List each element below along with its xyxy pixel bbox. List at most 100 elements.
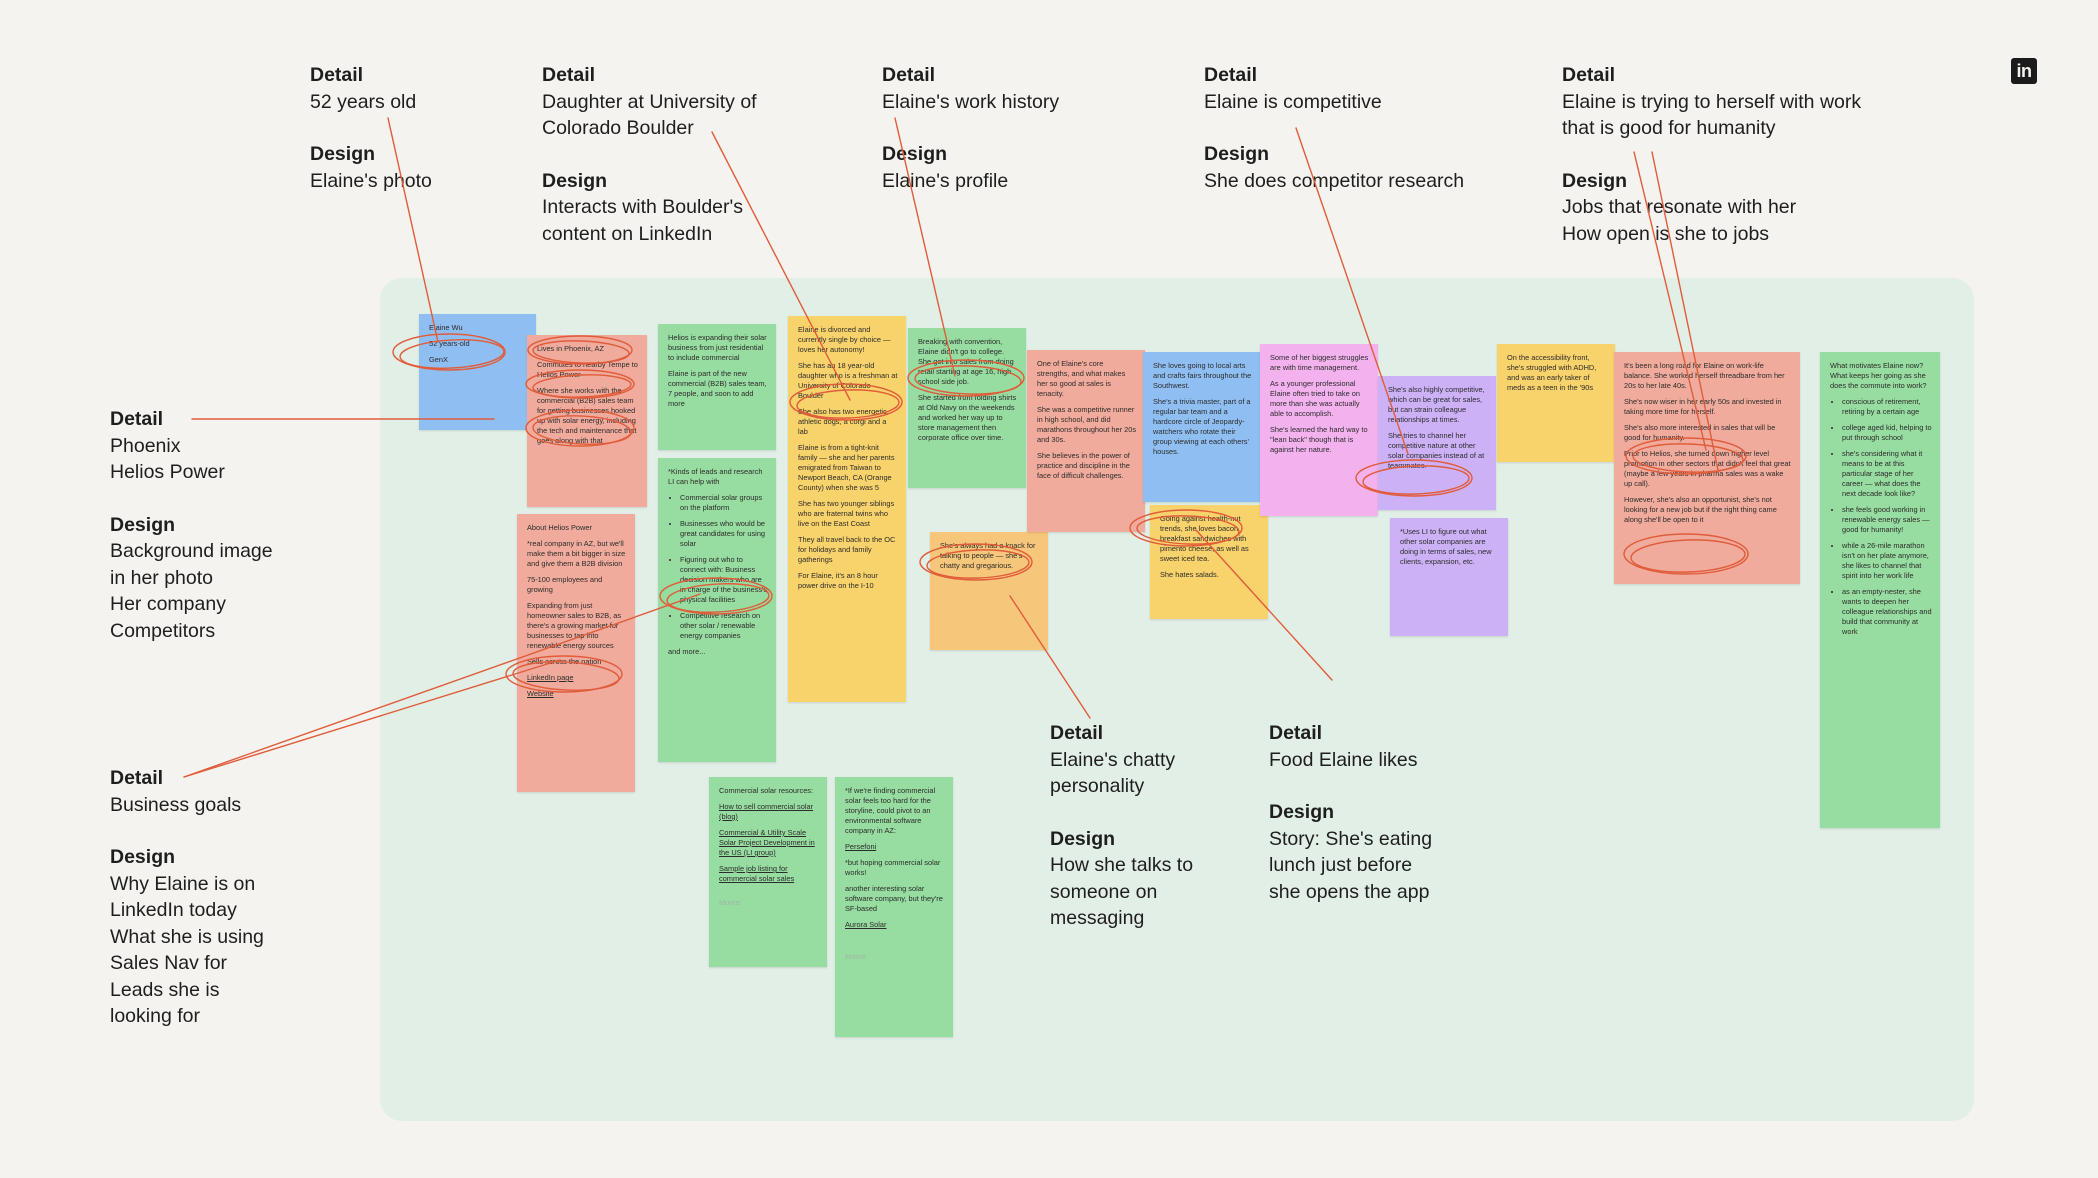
note-text: She believes in the power of practice an… bbox=[1037, 451, 1130, 480]
resource-link[interactable]: Commercial & Utility Scale Solar Project… bbox=[719, 828, 815, 857]
website-link[interactable]: Website bbox=[527, 689, 554, 698]
detail-label: Detail bbox=[542, 64, 596, 86]
sticky-note-food[interactable]: Going against health-nut trends, she lov… bbox=[1150, 505, 1268, 619]
note-text: What motivates Elaine now? What keeps he… bbox=[1830, 361, 1927, 390]
resource-link[interactable]: How to sell commercial solar (blog) bbox=[719, 802, 814, 821]
design-text: Elaine's photo bbox=[310, 169, 432, 192]
detail-text: Daughter at University of Colorado Bould… bbox=[542, 90, 757, 140]
design-text: Elaine's profile bbox=[882, 169, 1009, 192]
sticky-note-location[interactable]: Lives in Phoenix, AZ Commutes to nearby … bbox=[527, 335, 647, 507]
note-text: She's now wiser in her early 50s and inv… bbox=[1624, 397, 1782, 416]
list-item: while a 26-mile marathon isn't on her pl… bbox=[1842, 541, 1932, 581]
sticky-note-work-history[interactable]: Breaking with convention, Elaine didn't … bbox=[908, 328, 1026, 488]
design-text: Interacts with Boulder's content on Link… bbox=[542, 196, 743, 245]
design-label: Design bbox=[1204, 143, 1270, 165]
callout-chatty: Detail Elaine's chatty personality Desig… bbox=[1050, 720, 1250, 932]
sticky-note-competitor-research[interactable]: *Uses LI to figure out what other solar … bbox=[1390, 518, 1508, 636]
sticky-note-time-management[interactable]: Some of her biggest struggles are with t… bbox=[1260, 344, 1378, 516]
sticky-note-tenacity[interactable]: One of Elaine's core strengths, and what… bbox=[1027, 350, 1145, 532]
note-text: 75-100 employees and growing bbox=[527, 575, 603, 594]
note-text: Expanding from just homeowner sales to B… bbox=[527, 601, 622, 650]
note-text: Prior to Helios, she turned down higher … bbox=[1624, 449, 1791, 488]
note-text: *If we're finding commercial solar feels… bbox=[845, 786, 936, 835]
design-text: Why Elaine is on LinkedIn today What she… bbox=[110, 872, 264, 1028]
list-item: she's considering what it means to be at… bbox=[1842, 449, 1932, 499]
note-text: Elaine is part of the new commercial (B2… bbox=[668, 369, 767, 408]
sticky-note-resources[interactable]: Commercial solar resources: How to sell … bbox=[709, 777, 827, 967]
sticky-note-pivot[interactable]: *If we're finding commercial solar feels… bbox=[835, 777, 953, 1037]
note-text: She's also highly competitive, which can… bbox=[1388, 385, 1485, 424]
note-text: Commercial solar resources: bbox=[719, 786, 814, 795]
sticky-note-motivation[interactable]: What motivates Elaine now? What keeps he… bbox=[1820, 352, 1940, 828]
note-text: Sells across the nation bbox=[527, 657, 602, 666]
note-footer: Moore bbox=[845, 952, 866, 961]
sticky-note-identity[interactable]: Elaine Wu 52 years-old GenX bbox=[419, 314, 536, 430]
sticky-note-leads[interactable]: *Kinds of leads and research LI can help… bbox=[658, 458, 776, 762]
note-text: They all travel back to the OC for holid… bbox=[798, 535, 896, 564]
list-item: Businesses who would be great candidates… bbox=[680, 519, 768, 549]
note-text: Helios is expanding their solar business… bbox=[668, 333, 767, 362]
leads-list: Commercial solar groups on the platform … bbox=[668, 493, 768, 641]
detail-text: Food Elaine likes bbox=[1269, 748, 1418, 771]
detail-text: Phoenix Helios Power bbox=[110, 434, 225, 484]
design-label: Design bbox=[1269, 801, 1335, 823]
resource-link[interactable]: Sample job listing for commercial solar … bbox=[719, 864, 795, 883]
design-label: Design bbox=[310, 143, 376, 165]
design-label: Design bbox=[110, 513, 176, 536]
design-label: Design bbox=[1050, 827, 1116, 850]
design-label: Design bbox=[882, 143, 948, 165]
detail-label: Detail bbox=[110, 408, 164, 430]
note-text: GenX bbox=[429, 355, 448, 364]
note-text: and more... bbox=[668, 647, 706, 656]
callout-competitive: Detail Elaine is competitive Design She … bbox=[1204, 62, 1504, 194]
sticky-note-expansion[interactable]: Helios is expanding their solar business… bbox=[658, 324, 776, 450]
design-text: Story: She's eating lunch just before sh… bbox=[1269, 827, 1433, 903]
detail-text: Elaine's chatty personality bbox=[1050, 748, 1176, 798]
linkedin-logo-icon[interactable]: in bbox=[2011, 58, 2037, 84]
detail-label: Detail bbox=[1050, 722, 1104, 744]
list-item: college aged kid, helping to put through… bbox=[1842, 423, 1932, 443]
note-text: She's a trivia master, part of a regular… bbox=[1153, 397, 1251, 456]
design-label: Design bbox=[110, 846, 176, 868]
note-text: She has an 18 year-old daughter who is a… bbox=[798, 361, 898, 400]
persefoni-link[interactable]: Persefoni bbox=[845, 842, 877, 851]
note-text: *Kinds of leads and research LI can help… bbox=[668, 467, 763, 486]
sticky-note-family[interactable]: Elaine is divorced and currently single … bbox=[788, 316, 906, 702]
detail-label: Detail bbox=[1269, 722, 1323, 744]
note-text: She loves going to local arts and crafts… bbox=[1153, 361, 1252, 390]
note-text: However, she's also an opportunist, she'… bbox=[1624, 495, 1777, 524]
detail-label: Detail bbox=[1204, 64, 1258, 86]
note-text: another interesting solar software compa… bbox=[845, 884, 943, 913]
sticky-note-helios[interactable]: About Helios Power *real company in AZ, … bbox=[517, 514, 635, 792]
callout-business-goals: Detail Business goals Design Why Elaine … bbox=[110, 765, 310, 1030]
linkedin-page-link[interactable]: LinkedIn page bbox=[527, 673, 574, 682]
sticky-note-competitive[interactable]: She's also highly competitive, which can… bbox=[1378, 376, 1496, 510]
detail-text: Business goals bbox=[110, 793, 242, 816]
aurora-solar-link[interactable]: Aurora Solar bbox=[845, 920, 887, 929]
note-text: Lives in Phoenix, AZ bbox=[537, 344, 604, 353]
note-text: Elaine is from a tight-knit family — she… bbox=[798, 443, 895, 492]
note-text: Commutes to nearby Tempe to Helios Power bbox=[537, 360, 638, 379]
detail-text: Elaine is competitive bbox=[1204, 90, 1382, 113]
note-text: On the accessibility front, she's strugg… bbox=[1507, 353, 1597, 392]
callout-phoenix: Detail Phoenix Helios Power Design Backg… bbox=[110, 406, 310, 644]
callout-work-history: Detail Elaine's work history Design Elai… bbox=[882, 62, 1142, 194]
design-text: How she talks to someone on messaging bbox=[1050, 854, 1194, 929]
design-text: Jobs that resonate with her How open is … bbox=[1562, 196, 1797, 245]
note-text: About Helios Power bbox=[527, 523, 592, 532]
note-text: She has two younger siblings who are fra… bbox=[798, 499, 895, 528]
list-item: Figuring out who to connect with: Busine… bbox=[680, 555, 768, 605]
sticky-note-chatty[interactable]: She's always had a knack for talking to … bbox=[930, 532, 1048, 650]
sticky-note-work-life[interactable]: It's been a long road for Elaine on work… bbox=[1614, 352, 1800, 584]
note-text: For Elaine, it's an 8 hour power drive o… bbox=[798, 571, 878, 590]
note-text: She's learned the hard way to "lean back… bbox=[1270, 425, 1368, 454]
sticky-note-hobbies[interactable]: She loves going to local arts and crafts… bbox=[1143, 352, 1261, 502]
note-text: *but hoping commercial solar works! bbox=[845, 858, 941, 877]
note-text: She's also more interested in sales that… bbox=[1624, 423, 1776, 442]
note-text: She started from folding shirts at Old N… bbox=[918, 393, 1017, 442]
sticky-note-accessibility[interactable]: On the accessibility front, she's strugg… bbox=[1497, 344, 1615, 462]
note-footer: Moore bbox=[719, 898, 740, 907]
note-text: She's always had a knack for talking to … bbox=[940, 541, 1036, 570]
design-text: She does competitor research bbox=[1204, 169, 1465, 192]
detail-label: Detail bbox=[110, 767, 164, 789]
